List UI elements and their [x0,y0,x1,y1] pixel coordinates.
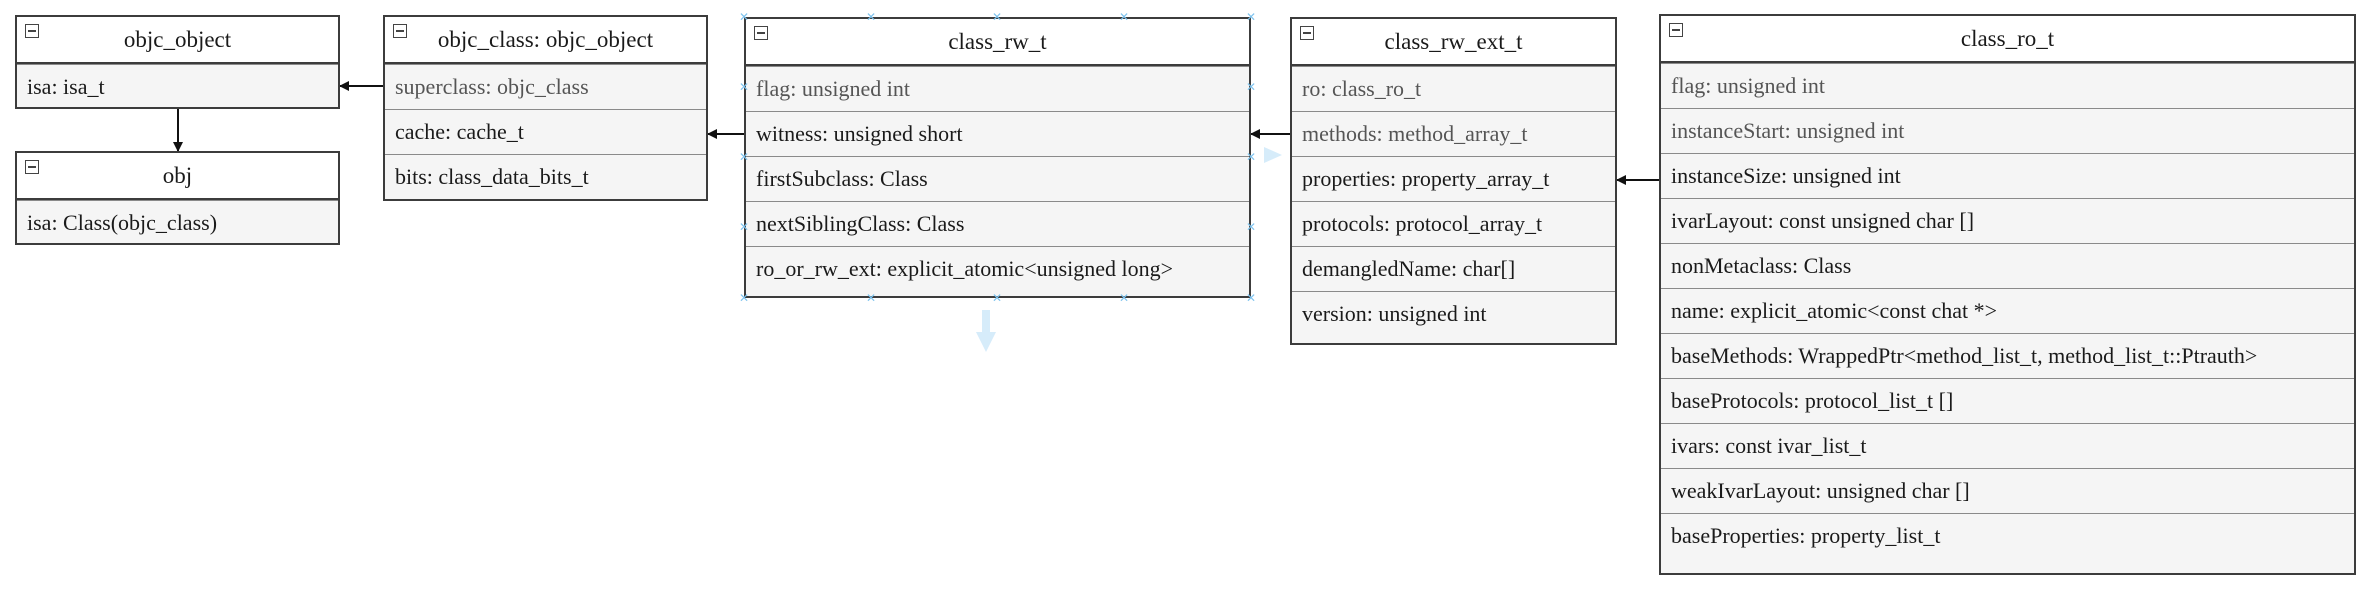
field-row[interactable]: superclass: objc_class [385,64,706,109]
resize-handle[interactable]: ✕ [739,10,750,24]
resize-handle[interactable]: ✕ [739,220,750,234]
field-row[interactable]: isa: Class(objc_class) [17,200,338,245]
field-row[interactable]: baseProperties: property_list_t [1661,513,2354,558]
field-row[interactable]: cache: cache_t [385,109,706,154]
field-row[interactable]: properties: property_array_t [1292,156,1615,201]
class-title: class_rw_ext_t [1384,28,1523,54]
class-header[interactable]: class_ro_t [1661,16,2354,63]
resize-handle[interactable]: ✕ [1119,10,1130,24]
collapse-icon[interactable] [393,24,407,38]
class-header[interactable]: class_rw_t [746,19,1249,66]
class-title: obj [162,162,193,188]
resize-handle[interactable]: ✕ [866,10,877,24]
resize-handle[interactable]: ✕ [1119,291,1130,305]
field-row[interactable]: isa: isa_t [17,64,338,109]
resize-handle[interactable]: ✕ [1246,80,1257,94]
field-row[interactable]: name: explicit_atomic<const chat *> [1661,288,2354,333]
field-row[interactable]: ro_or_rw_ext: explicit_atomic<unsigned l… [746,246,1249,291]
field-row[interactable]: methods: method_array_t [1292,111,1615,156]
collapse-icon[interactable] [25,160,39,174]
field-row[interactable]: protocols: protocol_array_t [1292,201,1615,246]
field-row[interactable]: instanceStart: unsigned int [1661,108,2354,153]
field-row[interactable]: baseMethods: WrappedPtr<method_list_t, m… [1661,333,2354,378]
class-title: objc_class: objc_object [437,26,654,52]
class-box-obj[interactable]: obj isa: Class(objc_class) [15,151,340,245]
field-row[interactable]: flag: unsigned int [746,66,1249,111]
field-row[interactable]: version: unsigned int [1292,291,1615,336]
class-header[interactable]: objc_class: objc_object [385,17,706,64]
resize-handle[interactable]: ✕ [992,291,1003,305]
collapse-icon[interactable] [754,26,768,40]
class-box-objc-object[interactable]: objc_object isa: isa_t [15,15,340,109]
class-header[interactable]: objc_object [17,17,338,64]
resize-handle[interactable]: ✕ [992,10,1003,24]
resize-handle[interactable]: ✕ [739,80,750,94]
field-row[interactable]: instanceSize: unsigned int [1661,153,2354,198]
class-title: class_ro_t [1960,25,2055,51]
field-row[interactable]: firstSubclass: Class [746,156,1249,201]
resize-handle[interactable]: ✕ [1246,10,1257,24]
class-box-objc-class[interactable]: objc_class: objc_object superclass: objc… [383,15,708,201]
class-title: class_rw_t [948,28,1047,54]
resize-handle[interactable]: ✕ [739,291,750,305]
class-box-class-rw-ext-t[interactable]: class_rw_ext_t ro: class_ro_t methods: m… [1290,17,1617,345]
collapse-icon[interactable] [25,24,39,38]
field-row[interactable]: baseProtocols: protocol_list_t [] [1661,378,2354,423]
class-box-class-ro-t[interactable]: class_ro_t flag: unsigned int instanceSt… [1659,14,2356,575]
resize-handle[interactable]: ✕ [1246,150,1257,164]
class-header[interactable]: obj [17,153,338,200]
field-row[interactable]: demangledName: char[] [1292,246,1615,291]
field-row[interactable]: witness: unsigned short [746,111,1249,156]
resize-handle[interactable]: ✕ [1246,220,1257,234]
resize-handle[interactable]: ✕ [866,291,877,305]
class-header[interactable]: class_rw_ext_t [1292,19,1615,66]
resize-handle[interactable]: ✕ [1246,291,1257,305]
field-row[interactable]: ivars: const ivar_list_t [1661,423,2354,468]
field-row[interactable]: bits: class_data_bits_t [385,154,706,199]
collapse-icon[interactable] [1669,23,1683,37]
field-row[interactable]: nextSiblingClass: Class [746,201,1249,246]
field-row[interactable]: ivarLayout: const unsigned char [] [1661,198,2354,243]
class-title: objc_object [123,26,232,52]
field-row[interactable]: flag: unsigned int [1661,63,2354,108]
class-box-class-rw-t[interactable]: class_rw_t flag: unsigned int witness: u… [744,17,1251,298]
field-row[interactable]: ro: class_ro_t [1292,66,1615,111]
collapse-icon[interactable] [1300,26,1314,40]
resize-handle[interactable]: ✕ [739,150,750,164]
field-row[interactable]: nonMetaclass: Class [1661,243,2354,288]
field-row[interactable]: weakIvarLayout: unsigned char [] [1661,468,2354,513]
